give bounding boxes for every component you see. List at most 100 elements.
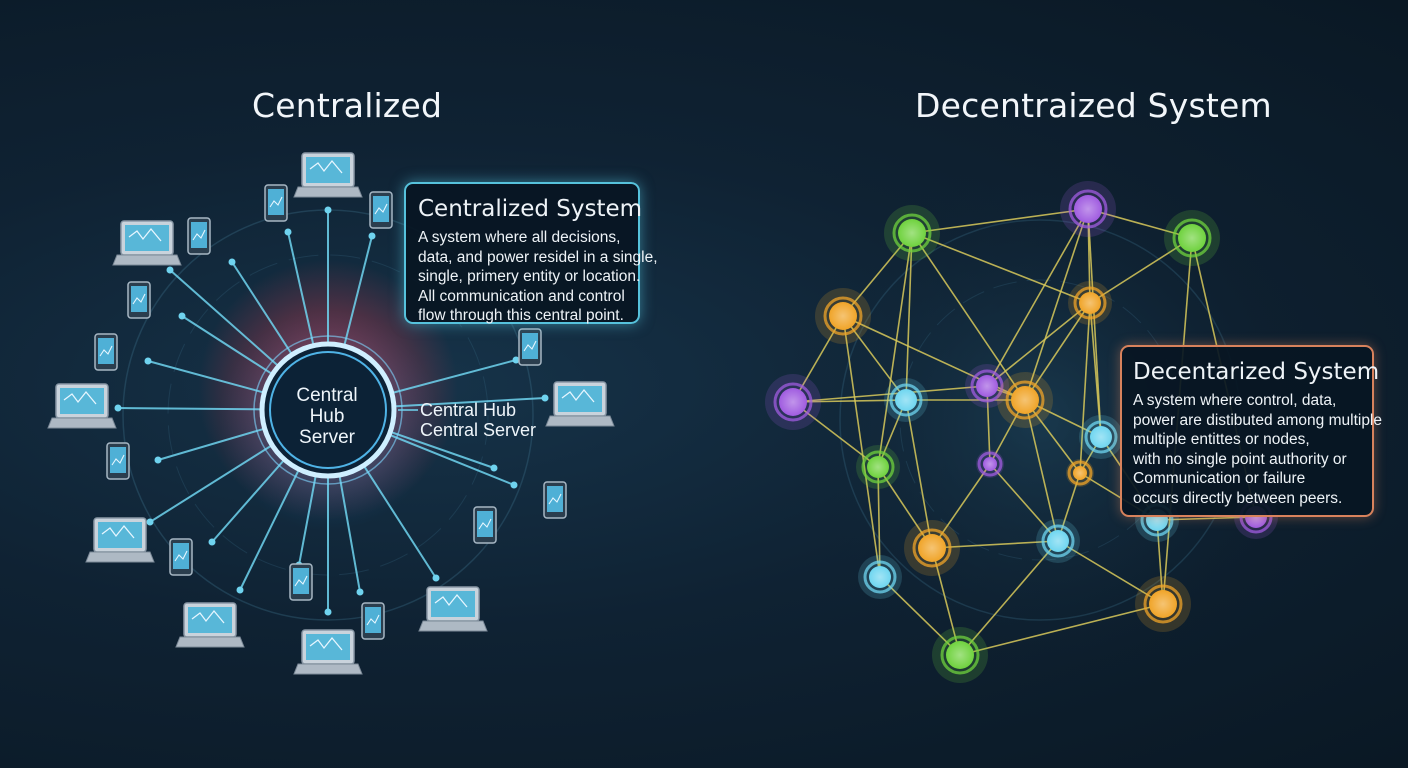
laptop-icon: [293, 152, 363, 198]
mesh-link: [877, 232, 913, 468]
mesh-link: [959, 540, 1059, 656]
mesh-node-purple: [765, 374, 821, 430]
spoke-endpoint: [510, 481, 518, 489]
mesh-nodes: [765, 181, 1278, 683]
hub-inner-line: Central: [296, 385, 358, 406]
mesh-link: [1089, 302, 1102, 438]
centralized-definition-card: Centralized System A system where all de…: [404, 182, 658, 324]
hub-side-line: Central Server: [420, 420, 537, 440]
client-devices: [47, 152, 615, 675]
mesh-link: [989, 463, 1059, 542]
central-hub-node: [253, 335, 403, 485]
spoke-endpoint: [114, 404, 122, 412]
phone-icon: [543, 481, 567, 519]
mesh-link: [986, 208, 1089, 387]
hub-side-label: Central Hub Central Server: [420, 400, 536, 440]
phone-icon: [518, 328, 542, 366]
laptop-icon: [47, 383, 117, 429]
spoke-endpoint: [144, 357, 152, 365]
mesh-node-purple: [976, 450, 1004, 478]
mesh-link: [1024, 399, 1059, 542]
mesh-link: [1024, 399, 1081, 474]
phone-icon: [361, 602, 385, 640]
phone-icon: [169, 538, 193, 576]
mesh-link: [905, 399, 933, 549]
laptop-icon: [85, 517, 155, 563]
mesh-link: [1156, 516, 1257, 521]
spoke-endpoint: [284, 228, 292, 236]
card-text-line: A system where all decisions,: [418, 229, 621, 246]
phone-icon: [264, 184, 288, 222]
phone-icon: [106, 442, 130, 480]
mesh-link: [1089, 237, 1193, 304]
spoke-endpoint: [356, 588, 364, 596]
mesh-link: [1057, 540, 1164, 605]
mesh-link: [1024, 208, 1089, 401]
mesh-link: [959, 603, 1164, 656]
decentralized-definition-card: Decentarized System A system where contr…: [1120, 345, 1382, 517]
spoke-endpoint: [368, 232, 376, 240]
hub-inner-label: Central Hub Server: [268, 385, 386, 448]
card-text-line: All communication and control: [418, 287, 625, 305]
spoke-endpoint: [324, 206, 332, 214]
spoke-endpoint: [166, 266, 174, 274]
mesh-node-green: [932, 627, 988, 683]
spoke-endpoint: [178, 312, 186, 320]
spoke-endpoint: [432, 574, 440, 582]
phone-icon: [473, 506, 497, 544]
centralized-title: Centralized: [252, 86, 443, 125]
card-text-line: A system where control, data,: [1133, 392, 1337, 409]
laptop-icon: [112, 220, 182, 266]
mesh-node-orange: [815, 288, 871, 344]
mesh-node-green: [1164, 210, 1220, 266]
phone-icon: [127, 281, 151, 319]
mesh-node-cyan: [1036, 519, 1080, 563]
mesh-node-cyan: [884, 378, 928, 422]
card-text-line: single, primery entity or location.: [418, 268, 641, 285]
mesh-link: [911, 232, 1026, 401]
laptop-icon: [175, 602, 245, 648]
mesh-link: [931, 540, 1059, 549]
card-text-line: flow through this central point.: [418, 307, 624, 324]
hub-inner-line: Hub: [309, 406, 345, 427]
mesh-node-green: [884, 205, 940, 261]
mesh-link: [986, 302, 1091, 387]
mesh-node-cyan: [858, 555, 902, 599]
spoke-endpoint: [541, 394, 549, 402]
spoke-endpoint: [490, 464, 498, 472]
mesh-node-orange: [904, 520, 960, 576]
spoke-endpoint: [146, 518, 154, 526]
spoke-endpoint: [228, 258, 236, 266]
mesh-link: [877, 399, 907, 468]
spoke-endpoint: [324, 608, 332, 616]
card-text-line: Communication or failure: [1133, 470, 1306, 487]
card-text-line: multiple entittes or nodes,: [1133, 431, 1310, 448]
spoke-endpoint: [236, 586, 244, 594]
mesh-node-cyan: [1079, 415, 1123, 459]
phone-icon: [94, 333, 118, 371]
phone-icon: [187, 217, 211, 255]
mesh-node-orange: [1068, 281, 1112, 325]
card-text-line: power are distibuted among multiple: [1133, 411, 1382, 429]
mesh-link: [986, 385, 991, 465]
card-text-line: with no single point authority or: [1133, 450, 1347, 468]
mesh-link: [877, 466, 881, 578]
laptop-icon: [293, 629, 363, 675]
card-heading: Decentarized System: [1133, 359, 1380, 385]
mesh-node-orange: [997, 372, 1053, 428]
card-text-line: data, and power residel in a single,: [418, 248, 658, 266]
mesh-node-green: [856, 445, 900, 489]
card-heading: Centralized System: [418, 196, 643, 222]
mesh-node-orange: [1066, 459, 1094, 487]
laptop-icon: [418, 586, 488, 632]
phone-icon: [369, 191, 393, 229]
mesh-link: [1087, 208, 1102, 438]
spoke-endpoint: [154, 456, 162, 464]
mesh-node-orange: [1135, 576, 1191, 632]
mesh-link: [905, 232, 913, 401]
mesh-link: [911, 208, 1089, 234]
mesh-link: [1079, 302, 1091, 474]
phone-icon: [289, 563, 313, 601]
mesh-link: [842, 315, 881, 578]
